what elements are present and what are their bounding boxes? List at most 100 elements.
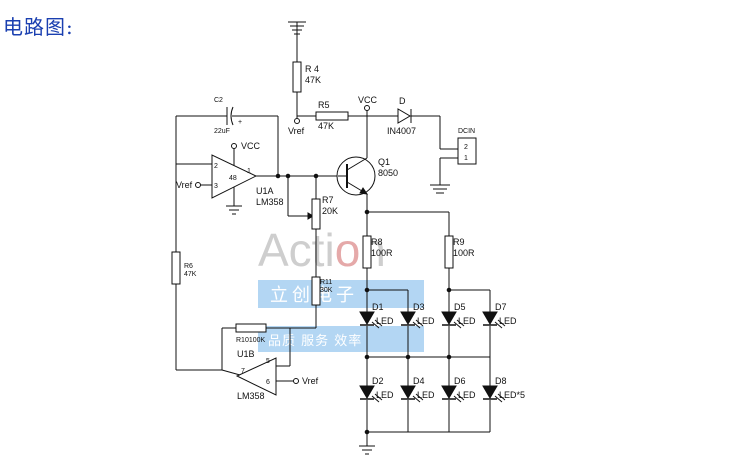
diode-label: D [399,96,406,106]
r5-branch: R5 47K [297,100,367,131]
resistor-r6 [171,251,181,285]
u1b-triangle [235,357,277,396]
resistor-r10 [235,323,267,333]
r5-label: R5 [318,100,330,110]
vref-top-label: Vref [288,126,305,136]
op-amp-u1a: VCC 2 3 1 48 Vref U1A LM358 [176,141,284,215]
resistor-r8 [362,235,372,269]
q1-label: Q1 [378,157,390,167]
watermark-slogan: 品质 服务 效率 [268,333,362,349]
led-d2-label: D2 [372,376,384,386]
led-array: D1LEDD2LEDD3LEDD4LEDD5LEDD6LEDD7LEDD8LED… [359,302,525,403]
u1b-pin7: 7 [241,368,245,375]
led-d1-label: D1 [372,302,384,312]
vref-u1a-label: Vref [176,180,193,190]
led-d2-type: LED [376,390,394,400]
c2-value: 22uF [214,128,230,135]
r4-label: R 4 [305,64,319,74]
r8-label: R8 [371,237,383,247]
u1b-pin6: 6 [266,379,270,386]
r7-value: 20K [322,206,338,216]
dcin-connector: DCIN 2 1 [430,128,477,194]
dcin-label: DCIN [458,128,475,135]
vref-u1b-label: Vref [302,376,319,386]
led-d5-type: LED [458,316,476,326]
vcc-node: VCC D IN4007 [358,95,458,158]
c2-label: C2 [214,97,223,104]
vcc-terminal [364,105,370,111]
resistor-r11 [311,276,321,306]
u1a-pin48: 48 [229,175,237,182]
led-d4-label: D4 [413,376,425,386]
c2-capacitor-branch: C2 22uF + [175,97,279,176]
svg-text:Action: Action [258,224,386,276]
dcin-pin2: 2 [464,144,468,151]
dcin-block [457,137,477,165]
u1a-output-wiring [256,173,338,220]
led-array-wiring [359,287,491,455]
r9-label: R9 [453,237,465,247]
resistor-r4 [292,61,302,93]
page-title: 电路图: [3,15,74,39]
watermark: Action 立创电子 品质 服务 效率 [258,224,424,352]
led-d8-type: LED*5 [499,390,525,400]
watermark-box-top [258,280,424,308]
potentiometer-r7: R7 20K [311,173,338,277]
u1b-label: U1B [237,349,255,359]
r8-value: 100R [371,248,393,258]
led-d3-type: LED [417,316,435,326]
resistor-r9 [444,235,454,269]
op-amp-u1b: R10100K 5 6 7 Vref U1B LM358 [221,323,319,401]
r10-label: R10100K [236,337,266,344]
r11-value: 30K [320,287,333,294]
led-d7-label: D7 [495,302,507,312]
u1b-part: LM358 [237,391,265,401]
vref-terminal-top [294,118,300,124]
r11-label: R11 [320,279,332,286]
resistor-r11-branch: R11 30K [311,276,333,328]
u1a-pin3: 3 [214,183,218,190]
led-d4-type: LED [417,390,435,400]
u1a-part: LM358 [256,197,284,207]
vref-terminal-u1a [195,182,201,188]
dcin-pin1: 1 [464,155,468,162]
u1a-label: U1A [256,186,274,196]
r9-value: 100R [453,248,475,258]
led-supply-resistors: R8 100R R9 100R [362,209,475,290]
led-d1-type: LED [376,316,394,326]
u1a-pin2: 2 [214,163,218,170]
c2-plus: + [238,119,242,126]
r7-body [311,198,321,230]
transistor-q1: Q1 8050 [336,156,398,212]
led-d5-label: D5 [454,302,466,312]
u1b-pin5: 5 [266,358,270,365]
diode-d [397,108,411,124]
led-d7-type: LED [499,316,517,326]
r6-value: 47K [184,271,197,278]
led-d3-label: D3 [413,302,425,312]
watermark-box-bottom [258,326,424,352]
r4-value: 47K [305,75,321,85]
q1-value: 8050 [378,168,398,178]
led-d6-label: D6 [454,376,466,386]
led-d8-label: D8 [495,376,507,386]
r4-branch: R 4 47K Vref [288,21,321,136]
r7-label: R7 [322,195,334,205]
led-d6-type: LED [458,390,476,400]
diode-value: IN4007 [387,126,416,136]
resistor-r5 [315,111,349,121]
watermark-brand-a: Acti [258,224,335,276]
u1a-vcc-label: VCC [241,141,261,151]
vcc-top-label: VCC [358,95,378,105]
r6-label: R6 [184,263,193,270]
r5-value: 47K [318,121,334,131]
